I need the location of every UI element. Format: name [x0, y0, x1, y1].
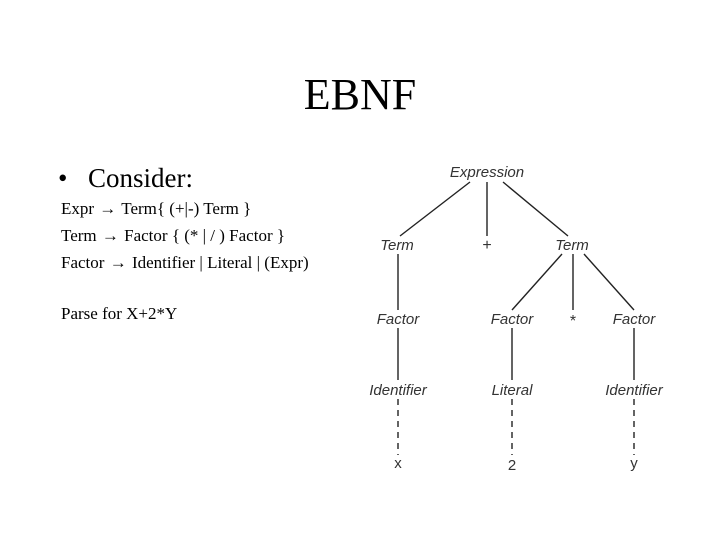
rule-lhs: Term — [61, 226, 97, 245]
tree-leaf-2: 2 — [508, 457, 516, 474]
tree-leaf-y: y — [630, 455, 638, 472]
tree-edge — [511, 253, 563, 311]
tree-node-identifier-b: Identifier — [605, 382, 664, 399]
right-arrow-icon: → — [99, 199, 117, 218]
tree-edge — [502, 181, 569, 237]
tree-leaf-x: x — [394, 455, 402, 472]
rule-rhs: Factor { (* | / ) Factor } — [124, 226, 286, 245]
slide-title: EBNF — [303, 70, 417, 119]
tree-edge — [583, 253, 635, 311]
bullet-consider: • Consider: — [58, 162, 193, 194]
rule-rhs: Identifier | Literal | (Expr) — [131, 253, 309, 272]
grammar-rule-term: Term → Factor { (* | / ) Factor } — [61, 225, 285, 247]
tree-node-plus: + — [482, 237, 491, 254]
tree-node-literal: Literal — [492, 382, 534, 399]
tree-node-term-left: Term — [380, 237, 414, 254]
tree-node-factor-b: Factor — [491, 311, 535, 328]
tree-node-times: * — [570, 313, 576, 330]
bullet-icon: • — [58, 163, 68, 193]
tree-node-term-right: Term — [555, 237, 589, 254]
rule-lhs: Expr — [61, 199, 95, 218]
grammar-rule-expr: Expr → Term{ (+|-) Term } — [61, 198, 251, 220]
tree-edge — [399, 181, 471, 237]
rule-rhs: Term{ (+|-) Term } — [121, 199, 252, 218]
parse-task: Parse for X+2*Y — [61, 304, 178, 323]
right-arrow-icon: → — [101, 226, 119, 245]
tree-node-identifier-a: Identifier — [369, 382, 428, 399]
grammar-rule-factor: Factor → Identifier | Literal | (Expr) — [61, 252, 309, 274]
bullet-heading: Consider: — [88, 163, 193, 193]
tree-node-root: Expression — [450, 164, 524, 181]
tree-node-factor-c: Factor — [613, 311, 657, 328]
tree-node-factor-a: Factor — [377, 311, 421, 328]
rule-lhs: Factor — [61, 253, 105, 272]
right-arrow-icon: → — [109, 253, 127, 272]
